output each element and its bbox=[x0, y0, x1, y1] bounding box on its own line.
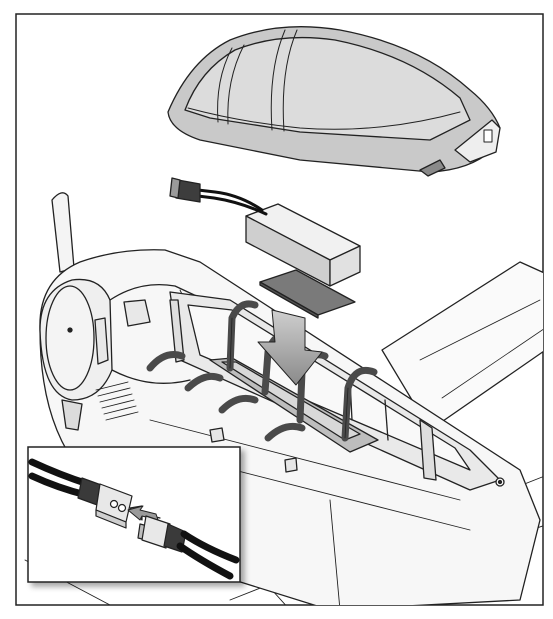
connector-inset bbox=[27, 446, 241, 583]
battery-tray bbox=[209, 357, 379, 453]
right-wire bbox=[180, 530, 240, 564]
battery-pack bbox=[245, 203, 361, 287]
female-connector bbox=[77, 477, 133, 529]
canopy-hatch bbox=[167, 26, 501, 177]
battery-lead bbox=[169, 177, 268, 216]
insertion-arrow bbox=[257, 309, 323, 386]
hook-and-loop-pad bbox=[259, 269, 356, 319]
male-connector bbox=[137, 515, 187, 553]
